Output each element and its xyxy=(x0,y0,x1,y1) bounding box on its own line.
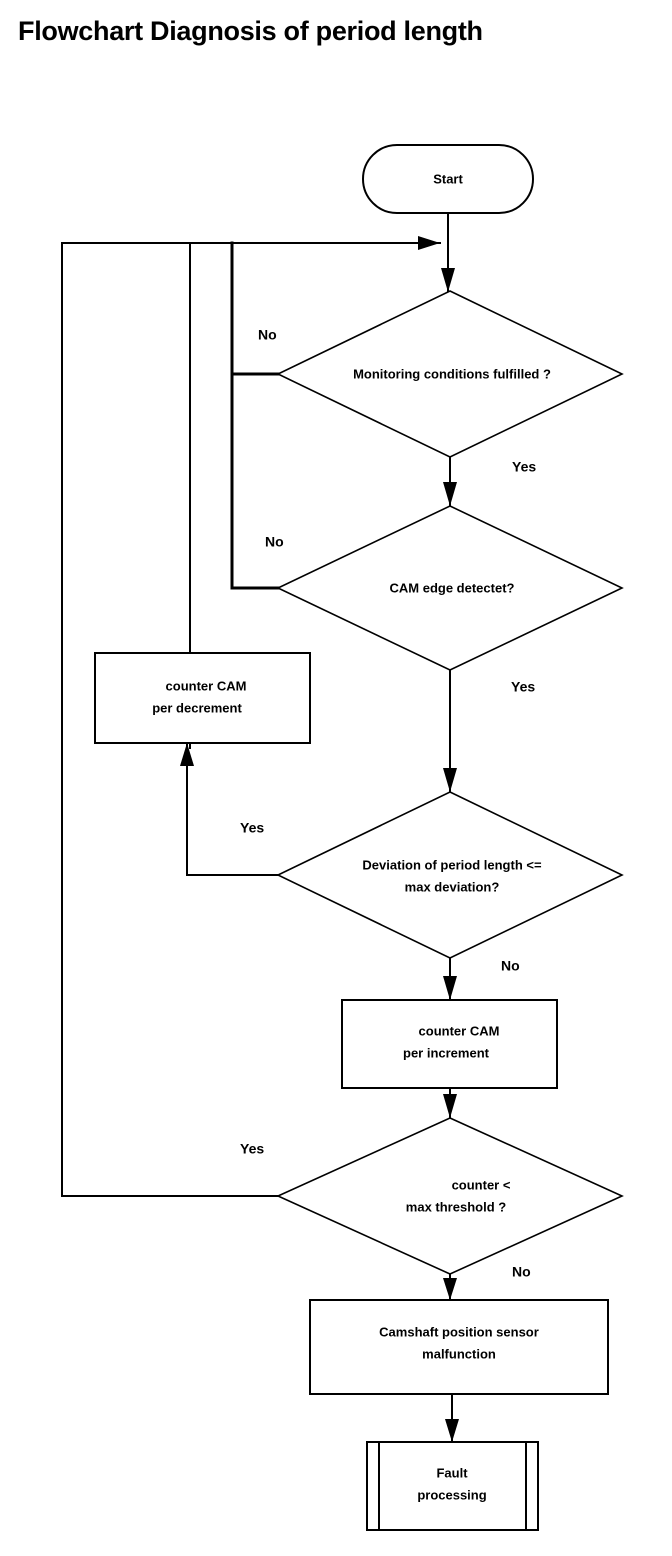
edge-label-threshold-yes: Yes xyxy=(240,1141,264,1157)
node-start[interactable]: Start xyxy=(362,144,534,214)
threshold-label-line2: max threshold ? xyxy=(406,1199,506,1214)
edge-label-camedge-yes: Yes xyxy=(511,679,535,695)
edge-label-deviation-no: No xyxy=(501,958,520,974)
deviation-label-line1: Deviation of period length <= xyxy=(362,857,542,872)
cam-edge-label: CAM edge detectet? xyxy=(390,580,515,595)
monitoring-diamond xyxy=(276,290,624,458)
node-cam-edge-decision[interactable]: CAM edge detectet? xyxy=(276,505,624,671)
fault-processing-shape xyxy=(366,1441,539,1531)
connector-threshold-yes-loop xyxy=(61,242,279,1197)
threshold-diamond xyxy=(276,1117,624,1275)
node-fault-processing[interactable]: Fault processing xyxy=(366,1441,539,1531)
counter-increment-label-line1: counter CAM xyxy=(419,1023,500,1038)
node-malfunction[interactable]: Camshaft position sensor malfunction xyxy=(309,1299,609,1395)
arrowhead-start-to-monitoring xyxy=(441,268,455,292)
node-threshold-decision[interactable]: counter < max threshold ? xyxy=(276,1117,624,1275)
arrowhead-increment-to-threshold xyxy=(443,1094,457,1118)
malfunction-label-line2: malfunction xyxy=(422,1346,496,1361)
arrowhead-malfunction-to-fault xyxy=(445,1419,459,1442)
deviation-diamond xyxy=(276,791,624,959)
counter-decrement-label-line1: counter CAM xyxy=(166,678,247,693)
edge-label-layer: No Yes No Yes Yes No Yes No xyxy=(240,327,536,1280)
page-title: Flowchart Diagnosis of period length xyxy=(18,16,483,46)
node-monitoring-decision[interactable]: Monitoring conditions fulfilled ? xyxy=(276,290,624,458)
counter-increment-shape xyxy=(341,999,558,1089)
connector-deviation-yes xyxy=(186,742,279,876)
fault-processing-label-line1: Fault xyxy=(436,1465,468,1480)
connector-no-rail xyxy=(230,241,280,590)
arrowhead-top-rail xyxy=(418,236,440,250)
node-counter-increment[interactable]: counter CAM per increment xyxy=(341,999,558,1089)
cam-edge-diamond xyxy=(276,505,624,671)
start-label: Start xyxy=(433,171,463,186)
counter-decrement-shape xyxy=(94,652,311,744)
node-deviation-decision[interactable]: Deviation of period length <= max deviat… xyxy=(276,791,624,959)
connector-layer xyxy=(61,212,459,1443)
edge-label-monitoring-yes: Yes xyxy=(512,459,536,475)
edge-label-deviation-yes: Yes xyxy=(240,820,264,836)
threshold-label-line1: counter < xyxy=(452,1177,511,1192)
start-shape xyxy=(362,144,534,214)
arrowhead-camedge-yes xyxy=(443,768,457,792)
node-counter-decrement[interactable]: counter CAM per decrement xyxy=(94,652,311,744)
malfunction-shape xyxy=(309,1299,609,1395)
edge-label-threshold-no: No xyxy=(512,1264,531,1280)
malfunction-label-line1: Camshaft position sensor xyxy=(379,1324,539,1339)
monitoring-label: Monitoring conditions fulfilled ? xyxy=(353,366,551,381)
arrowhead-deviation-no xyxy=(443,976,457,1000)
edge-label-camedge-no: No xyxy=(265,534,284,550)
counter-increment-label-line2: per increment xyxy=(403,1045,490,1060)
fault-processing-label-line2: processing xyxy=(417,1487,486,1502)
arrowhead-deviation-yes xyxy=(180,743,194,766)
arrowhead-threshold-no xyxy=(443,1278,457,1300)
edge-label-monitoring-no: No xyxy=(258,327,277,343)
deviation-label-line2: max deviation? xyxy=(405,879,500,894)
counter-decrement-label-line2: per decrement xyxy=(152,700,242,715)
arrowhead-monitoring-yes xyxy=(443,482,457,506)
